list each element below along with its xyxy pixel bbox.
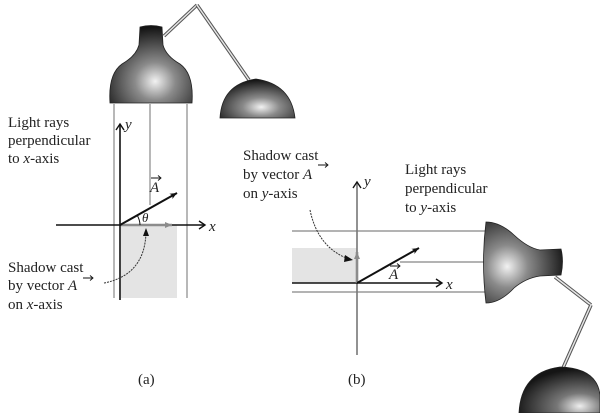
- caption-b: (b): [348, 372, 366, 388]
- light-label-b-line1: Light rays: [405, 162, 466, 178]
- vector-arrow-accent-a: [151, 175, 162, 181]
- y-axis-label-a: y: [123, 117, 132, 133]
- lamp-base-b: [518, 366, 600, 413]
- vector-label-a: A: [149, 180, 160, 196]
- shadow-label-a-line3: on x-axis: [8, 297, 63, 313]
- shadow-label-a-vector-accent: [83, 275, 94, 281]
- light-label-a-line1: Light rays: [8, 115, 69, 131]
- light-label-b-line3: to y-axis: [405, 200, 456, 216]
- shadow-label-a-line2: by vector A: [8, 278, 78, 294]
- light-label-a-line3: to x-axis: [8, 151, 59, 167]
- panel-a: y x A θ Light rays perpendicular to x-ax…: [8, 3, 296, 388]
- shadow-label-b-line3: on y-axis: [243, 186, 298, 202]
- vector-arrow-accent-b: [390, 263, 401, 269]
- lamp-dome-a: [219, 78, 296, 119]
- vector-a: [119, 192, 178, 226]
- panel-b: y x A Shadow cast by vector A on y-axis …: [243, 148, 600, 413]
- lamp-shade-b: [483, 221, 563, 304]
- light-label-b: Light rays perpendicular to y-axis: [405, 162, 487, 216]
- light-label-a: Light rays perpendicular to x-axis: [8, 115, 90, 167]
- x-axis-label-b: x: [445, 277, 453, 293]
- shadow-label-a-line1: Shadow cast: [8, 260, 84, 276]
- shadow-label-b-vector-accent: [318, 162, 329, 168]
- lamp-arm-b: [553, 275, 593, 369]
- vector-b: [356, 247, 420, 284]
- shadow-pointer-b: [309, 209, 350, 260]
- shadow-label-a: Shadow cast by vector A on x-axis: [8, 260, 94, 313]
- shadow-pointer-a: [103, 231, 147, 284]
- shadow-region-b: [292, 248, 357, 283]
- caption-a: (a): [138, 372, 155, 388]
- shadow-label-b: Shadow cast by vector A on y-axis: [243, 148, 329, 202]
- shadow-label-b-line2: by vector A: [243, 167, 313, 183]
- shadow-region-a: [121, 225, 177, 298]
- x-axis-label-a: x: [208, 219, 216, 235]
- angle-label-theta: θ: [142, 210, 149, 225]
- shadow-pointer-arrowhead-a: [143, 228, 149, 236]
- lamp-shade-a: [109, 25, 193, 104]
- angle-arc: [136, 214, 141, 226]
- y-axis-label-b: y: [362, 174, 371, 190]
- shadow-pointer-arrowhead-b: [344, 255, 353, 262]
- light-label-b-line2: perpendicular: [405, 181, 487, 197]
- vector-label-b: A: [388, 267, 399, 283]
- lamp-arm-a: [162, 3, 251, 81]
- light-label-a-line2: perpendicular: [8, 133, 90, 149]
- shadow-label-b-line1: Shadow cast: [243, 148, 319, 164]
